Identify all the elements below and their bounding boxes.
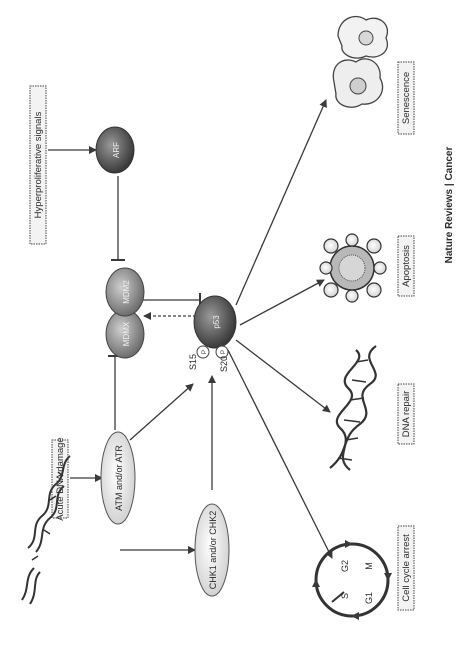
phase-g1-label: G1 [364,592,374,604]
phase-m-label: M [364,562,374,570]
chk1-chk2-oval: CHK1 and/or CHK2 [194,503,230,597]
connectors [48,99,333,559]
cell-cycle-arrest-label: Cell cycle arrest [401,534,412,602]
figure-credit: Nature Reviews | Cancer [444,147,455,264]
hyperproliferative-signals-label: Hyperproliferative signals [33,111,44,218]
phospho-p-label: P [202,350,208,354]
mdmx-oval: MDMX [105,309,145,359]
p53-label: p53 [212,315,221,329]
cell-cycle-arrest-bar [331,591,345,603]
phospho-p-label-2: P [221,350,227,354]
phase-g2-label: G2 [340,560,350,572]
atm-atr-label: ATM and/or ATR [114,445,124,511]
hyperproliferative-signals-box: Hyperproliferative signals [29,85,47,245]
arrow-p53-to-apoptosis [239,279,325,326]
arrow-p53-to-cell-cycle-arrest [227,349,333,559]
dna-repair-box: DNA repair [397,383,415,445]
damaged-dna-illustration [21,455,71,605]
senescent-cells-illustration [332,15,389,108]
mdm2-label: MDM2 [122,280,131,304]
arrow-p53-to-dna-repair [235,339,331,413]
phospho-s15: P S15 [188,345,210,370]
p53-oval: p53 [193,295,237,349]
arf-label: ARF [112,142,121,158]
atm-atr-oval: ATM and/or ATR [100,431,136,525]
cell-cycle-arrest-box: Cell cycle arrest [397,525,415,611]
site-s20-label: S20 [219,356,229,372]
arrow-atm-to-p53 [129,383,194,441]
mdmx-label: MDMX [122,321,131,346]
site-s15-label: S15 [188,354,198,370]
dna-helix-illustration [329,345,377,471]
arrow-p53-to-senescence [235,99,327,306]
senescence-box: Senescence [397,61,415,135]
apoptotic-cell-illustration [319,233,387,303]
apoptosis-label: Apoptosis [401,245,412,287]
phase-s-label: S [340,593,350,599]
mdm2-oval: MDM2 [105,267,145,317]
chk1-chk2-label: CHK1 and/or CHK2 [208,511,218,590]
apoptosis-box: Apoptosis [397,235,415,297]
cell-cycle-wheel-illustration: G1 S G2 M [312,540,392,620]
dna-repair-label: DNA repair [401,391,412,437]
phospho-s20: P S20 [215,345,229,372]
senescence-label: Senescence [401,72,412,124]
arf-oval: ARF [95,126,135,174]
